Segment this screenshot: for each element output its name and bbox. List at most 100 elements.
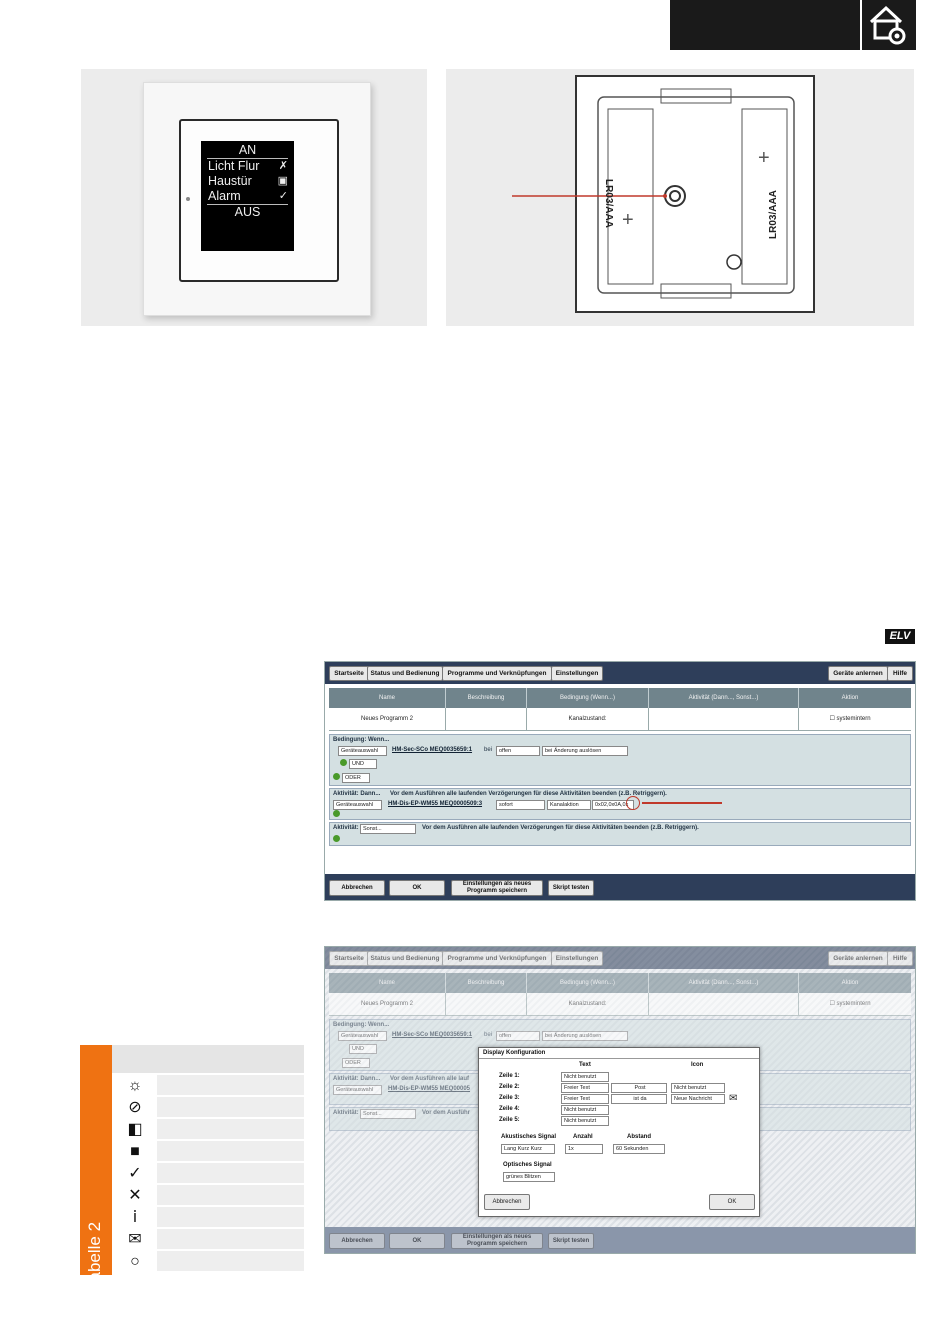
row-2-label: Zeile 2: [499, 1084, 520, 1090]
save-as-new-button[interactable]: Einstellungen als neues Programm speiche… [451, 880, 543, 896]
test-script-button[interactable]: Skript testen [548, 880, 594, 896]
add-else-icon[interactable] [333, 835, 340, 842]
oder-select[interactable]: ODER [342, 1058, 370, 1068]
nav-programme[interactable]: Programme und Verknüpfungen [442, 951, 552, 966]
table-2-cell [157, 1141, 304, 1161]
row-4-mode-select[interactable]: Nicht benutzt [561, 1105, 609, 1115]
distance-select[interactable]: 60 Sekunden [613, 1144, 665, 1154]
und-select[interactable]: UND [349, 1044, 377, 1054]
oder-select[interactable]: ODER [342, 773, 370, 783]
table-2-title: Tabelle 2 [85, 1221, 104, 1290]
display-line-bottom: AUS [234, 205, 261, 219]
home-gear-icon [862, 0, 916, 50]
else-checkbox-label[interactable]: Vor dem Ausführen alle laufenden Verzöge… [422, 825, 699, 831]
row-2-icon-select[interactable]: Nicht benutzt [671, 1083, 725, 1093]
display-separator [207, 158, 288, 159]
col-aktion: Aktion [841, 980, 859, 986]
cell-name[interactable]: Neues Programm 2 [329, 708, 446, 730]
condition-bei-label: bei [484, 747, 493, 753]
envelope-icon: ✉ [128, 1231, 142, 1248]
nav-hilfe[interactable]: Hilfe [887, 951, 913, 966]
nav-einstellungen[interactable]: Einstellungen [551, 951, 603, 966]
cell-name[interactable]: Neues Programm 2 [329, 993, 446, 1015]
else-checkbox-label[interactable]: Vor dem Ausführ [422, 1110, 471, 1116]
table-2-cell [157, 1207, 304, 1227]
cancel-button[interactable]: Abbrechen [329, 880, 385, 896]
row-2-mode-select[interactable]: Freier Text [561, 1083, 609, 1093]
condition-device-select[interactable]: Geräteauswahl [338, 746, 387, 756]
nav-geraete-anlernen[interactable]: Geräte anlernen [828, 951, 888, 966]
activity-device-select[interactable]: Geräteauswahl [333, 1085, 382, 1095]
condition-device-select[interactable]: Geräteauswahl [338, 1031, 387, 1041]
condition-state-select[interactable]: offen [496, 1031, 540, 1041]
info-highlight-circle[interactable] [626, 796, 640, 810]
und-select[interactable]: UND [349, 759, 377, 769]
row-5-mode-select[interactable]: Nicht benutzt [561, 1116, 609, 1126]
test-script-button[interactable]: Skript testen [548, 1233, 594, 1249]
cell-beschreibung[interactable] [446, 993, 527, 1015]
nav-startseite[interactable]: Startseite [329, 951, 369, 966]
condition-label: Bedingung: Wenn... [333, 1022, 390, 1028]
table-row: ○ [112, 1250, 304, 1272]
footer-bar: Abbrechen OK Einstellungen als neues Pro… [325, 874, 915, 900]
ok-button[interactable]: OK [389, 1233, 445, 1249]
activity-device-select[interactable]: Geräteauswahl [333, 800, 382, 810]
activity-device-link[interactable]: HM-Dis-EP-WM55 MEQ00005 [388, 1086, 471, 1092]
dialog-ok-button[interactable]: OK [709, 1194, 755, 1210]
condition-trigger-select[interactable]: bei Änderung auslösen [542, 1031, 628, 1041]
condition-trigger-select[interactable]: bei Änderung auslösen [542, 746, 628, 756]
else-select[interactable]: Sonst... [360, 1109, 416, 1119]
table-row: ✉ [112, 1228, 304, 1250]
col-aktivitaet: Aktivität (Dann..., Sonst...) [649, 688, 799, 708]
table-row: Neues Programm 2 Kanalzustand: ☐ systemi… [329, 708, 911, 731]
save-as-new-button[interactable]: Einstellungen als neues Programm speiche… [451, 1233, 543, 1249]
nav-programme[interactable]: Programme und Verknüpfungen [442, 666, 552, 681]
nav-geraete-anlernen[interactable]: Geräte anlernen [828, 666, 888, 681]
pointer-arrow [642, 802, 722, 804]
nav-status[interactable]: Status und Bedienung [367, 666, 443, 681]
cell-beschreibung[interactable] [446, 708, 527, 730]
activity-action-select[interactable]: Kanalaktion [547, 800, 591, 810]
circle-icon: ○ [130, 1253, 140, 1270]
acoustic-select[interactable]: Lang Kurz Kurz [501, 1144, 555, 1154]
activity-checkbox-label[interactable]: Vor dem Ausführen alle lauf [390, 1076, 470, 1082]
plus-sign-left: + [622, 209, 634, 231]
nav-status[interactable]: Status und Bedienung [367, 951, 443, 966]
header-bar [670, 0, 860, 50]
add-activity-icon[interactable] [333, 810, 340, 817]
table-2-cell [157, 1075, 304, 1095]
cancel-button[interactable]: Abbrechen [329, 1233, 385, 1249]
row-2-text-input[interactable]: Post [611, 1083, 667, 1093]
optical-select[interactable]: grünes Blitzen [503, 1172, 555, 1182]
count-label: Anzahl [573, 1134, 593, 1140]
nav-startseite[interactable]: Startseite [329, 666, 369, 681]
activity-time-select[interactable]: sofort [496, 800, 545, 810]
add-or-icon[interactable] [333, 773, 340, 780]
row-5-label: Zeile 5: [499, 1117, 520, 1123]
ok-button[interactable]: OK [389, 880, 445, 896]
nav-hilfe[interactable]: Hilfe [887, 666, 913, 681]
acoustic-label: Akustisches Signal [501, 1134, 557, 1140]
row-3-text-input[interactable]: ist da [611, 1094, 667, 1104]
else-label: Aktivität: [333, 825, 359, 831]
col-beschreibung: Beschreibung [446, 688, 527, 708]
row-3-icon-select[interactable]: Neue Nachricht [671, 1094, 725, 1104]
condition-device-link[interactable]: HM-Sec-SCo MEQ0035659:1 [392, 1032, 473, 1038]
count-select[interactable]: 1x [565, 1144, 603, 1154]
dialog-cancel-button[interactable]: Abbrechen [484, 1194, 530, 1210]
lock-closed-icon: ▣ [277, 175, 288, 187]
activity-device-link[interactable]: HM-Dis-EP-WM55 MEQ0000509:3 [388, 801, 483, 807]
battery-drawing: LR03/AAA LR03/AAA + + [446, 69, 914, 326]
condition-device-link[interactable]: HM-Sec-SCo MEQ0035659:1 [392, 747, 473, 753]
add-condition-icon[interactable] [340, 759, 347, 766]
row-3-mode-select[interactable]: Freier Text [561, 1094, 609, 1104]
epaper-display: AN Licht Flur✗ Haustür▣ Alarm✓ AUS [201, 141, 294, 251]
nav-einstellungen[interactable]: Einstellungen [551, 666, 603, 681]
activity-checkbox-label[interactable]: Vor dem Ausführen alle laufenden Verzöge… [390, 791, 667, 797]
else-section: Aktivität: Sonst... Vor dem Ausführen al… [329, 822, 911, 846]
lamp-off-icon: ⊘ [128, 1099, 142, 1116]
condition-state-select[interactable]: offen [496, 746, 540, 756]
row-1-mode-select[interactable]: Nicht benutzt [561, 1072, 609, 1082]
else-select[interactable]: Sonst... [360, 824, 416, 834]
table-2-side-label: Tabelle 2 [80, 1045, 112, 1290]
